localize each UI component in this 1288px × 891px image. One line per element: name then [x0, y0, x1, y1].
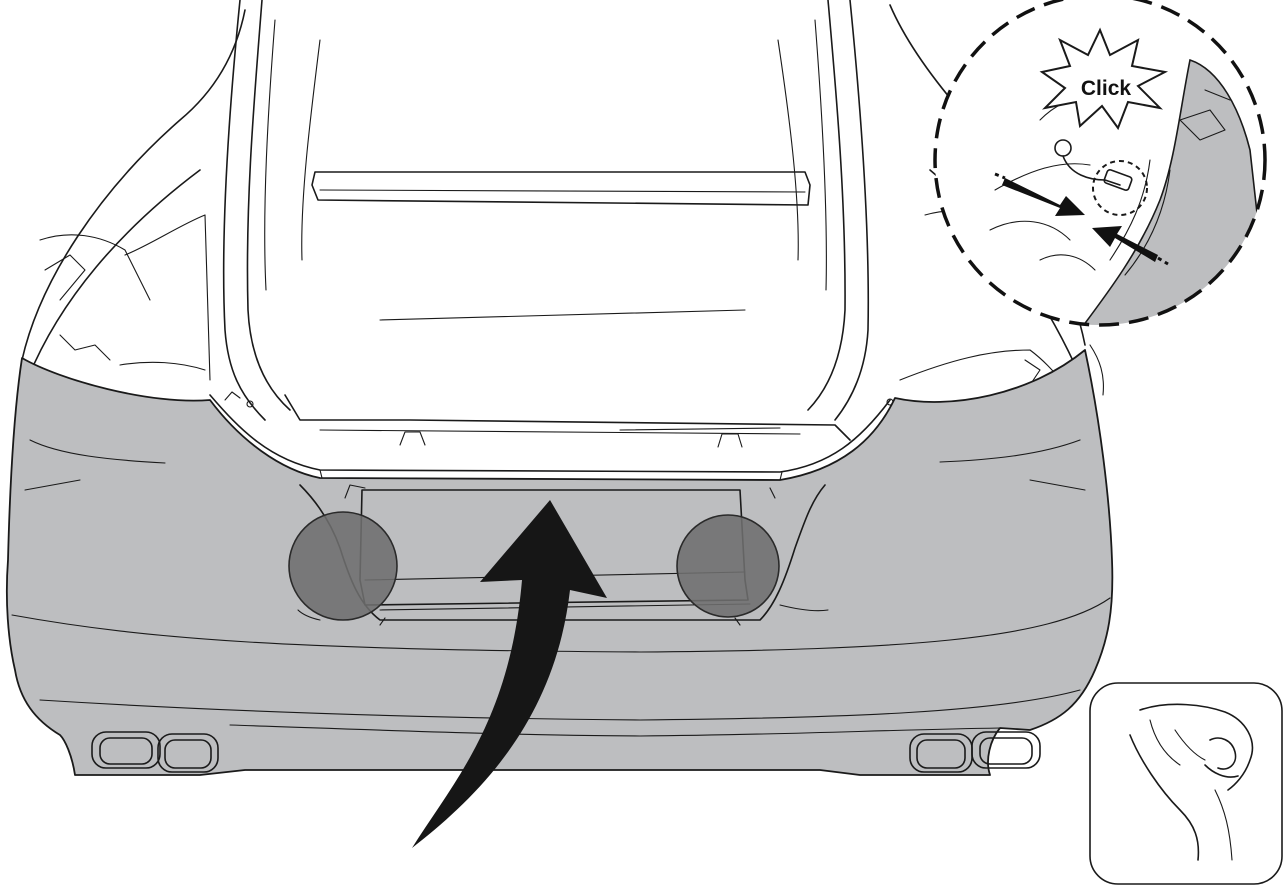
connector-detail-callout: Click: [935, 0, 1270, 330]
attachment-point-left: [289, 512, 397, 620]
attachment-point-right: [677, 515, 779, 617]
hand-gesture-inset: [1090, 683, 1282, 884]
click-label: Click: [1081, 77, 1132, 100]
